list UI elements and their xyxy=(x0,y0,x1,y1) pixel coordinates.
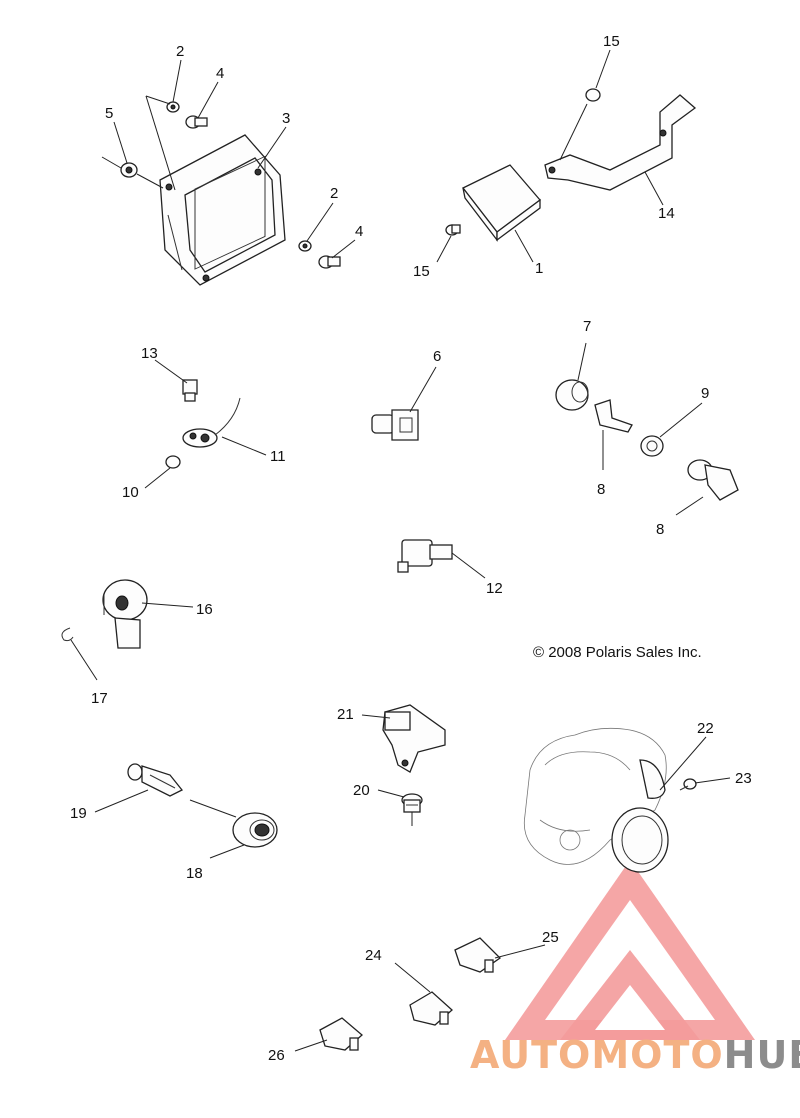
callout-18: 18 xyxy=(186,865,203,882)
nut-9 xyxy=(640,435,664,457)
callout-labels: 2 4 5 3 2 4 15 14 15 1 13 11 10 6 7 8 9 … xyxy=(70,33,752,1064)
fitting-20 xyxy=(401,793,423,813)
callout-20: 20 xyxy=(353,782,370,799)
screw-15-top xyxy=(585,88,601,102)
cap-7 xyxy=(555,379,589,411)
automotohub-logo xyxy=(505,860,755,1040)
throttle-body xyxy=(523,727,669,873)
callout-4: 4 xyxy=(355,223,363,240)
copyright-notice: © 2008 Polaris Sales Inc. xyxy=(533,644,702,661)
callout-19: 19 xyxy=(70,805,87,822)
callout-21: 21 xyxy=(337,706,354,723)
temp-sensor-12 xyxy=(397,539,453,573)
callout-7: 7 xyxy=(583,318,591,335)
callout-15: 15 xyxy=(413,263,430,280)
washer-2-top xyxy=(166,101,180,113)
callout-16: 16 xyxy=(196,601,213,618)
callout-22: 22 xyxy=(697,720,714,737)
seal-18 xyxy=(232,812,278,848)
bolt-13 xyxy=(182,379,198,402)
watermark-part1: AUTOMOTO xyxy=(470,1033,724,1077)
map-sensor-21 xyxy=(382,704,446,773)
switch-25 xyxy=(454,937,502,973)
callout-9: 9 xyxy=(701,385,709,402)
mounting-bracket xyxy=(544,94,697,191)
bolt-4-bottom xyxy=(318,255,341,269)
leader-lines xyxy=(70,49,731,1052)
watermark-text: AUTOMOTOHUB xyxy=(470,1033,800,1077)
callout-13: 13 xyxy=(141,345,158,362)
callout-12: 12 xyxy=(486,580,503,597)
callout-11: 11 xyxy=(270,448,286,465)
bolt-4-top xyxy=(185,115,208,129)
callout-26: 26 xyxy=(268,1047,285,1064)
washer-2-bottom xyxy=(298,240,312,252)
switch-26 xyxy=(319,1017,363,1051)
sensor-8 xyxy=(687,459,739,501)
plug-10 xyxy=(165,455,181,469)
bracket-8-top xyxy=(594,399,633,433)
callout-2: 2 xyxy=(330,185,338,202)
callout-25: 25 xyxy=(542,929,559,946)
switch-24 xyxy=(409,991,453,1026)
callout-8: 8 xyxy=(656,521,664,538)
sensor-6 xyxy=(371,409,419,441)
clip-17 xyxy=(61,627,74,642)
grommet-5 xyxy=(120,162,138,178)
callout-6: 6 xyxy=(433,348,441,365)
callout-17: 17 xyxy=(91,690,108,707)
callout-10: 10 xyxy=(122,484,139,501)
callout-14: 14 xyxy=(658,205,675,222)
sensor-11 xyxy=(182,397,241,448)
screw-23 xyxy=(679,778,697,791)
callout-2: 2 xyxy=(176,43,184,60)
knock-sensor xyxy=(102,579,148,649)
watermark-part2: HUB xyxy=(724,1033,800,1077)
callout-8: 8 xyxy=(597,481,605,498)
relay-box xyxy=(461,164,541,242)
callout-1: 1 xyxy=(535,260,543,277)
callout-5: 5 xyxy=(105,105,113,122)
callout-3: 3 xyxy=(282,110,290,127)
screw-15-bottom xyxy=(445,224,461,236)
sensor-19 xyxy=(127,763,184,797)
ecu-module xyxy=(159,134,286,286)
callout-23: 23 xyxy=(735,770,752,787)
callout-4: 4 xyxy=(216,65,224,82)
callout-24: 24 xyxy=(365,947,382,964)
callout-15: 15 xyxy=(603,33,620,50)
